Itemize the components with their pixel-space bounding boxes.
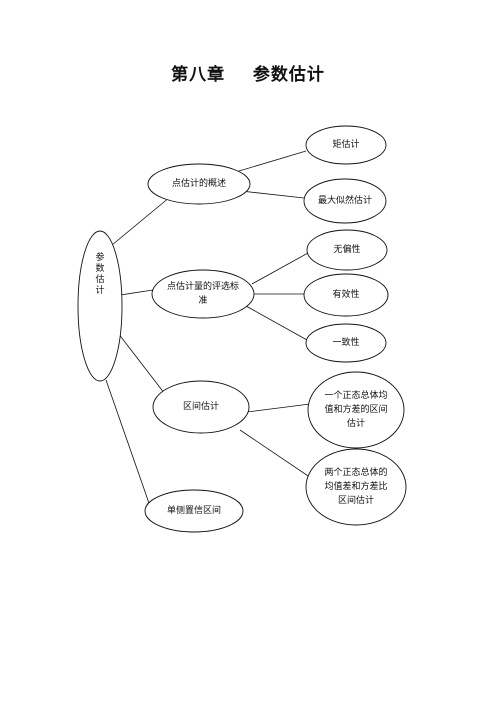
- page-title: 第八章 参数估计: [171, 65, 325, 85]
- branch-node-ellipse: [151, 269, 255, 319]
- leaf-node-ellipse: [305, 125, 387, 165]
- branch-label: 单侧置信区间: [166, 506, 221, 516]
- connector-root-branch-1: [111, 196, 171, 246]
- leaf-two-normal-populations: 两个正态总体的均值差和方差比区间估计: [322, 465, 390, 509]
- branch-point-estimation-overview: 点估计的概述: [152, 176, 246, 192]
- leaf-label: 最大似然估计: [318, 196, 373, 206]
- leaf-one-normal-population: 一个正态总体均值和方差的区间估计: [324, 388, 388, 432]
- leaf-node-ellipse: [305, 323, 387, 363]
- branch-estimator-criteria: 点估计量的评选标准: [164, 279, 242, 309]
- leaf-moment-estimation: 矩估计: [310, 137, 382, 153]
- leaf-label: 两个正态总体的均值差和方差比区间估计: [324, 468, 388, 506]
- root-node-label: 参数估计: [95, 253, 105, 296]
- branch-node-ellipse: [144, 489, 244, 533]
- connector-branch-1-leaf-1: [228, 150, 307, 175]
- connector-branch-3-leaf-7: [239, 429, 321, 485]
- leaf-node-ellipse: [303, 178, 387, 224]
- leaf-label: 一个正态总体均值和方差的区间估计: [324, 391, 388, 429]
- leaf-node-ellipse: [303, 273, 389, 317]
- branch-node-ellipse: [147, 163, 251, 205]
- branch-label: 区间估计: [182, 402, 219, 412]
- leaf-node-ellipse: [305, 448, 407, 526]
- connector-root-branch-2: [119, 289, 154, 296]
- root-node-ellipse: [77, 230, 123, 382]
- leaf-efficiency: 有效性: [310, 287, 382, 303]
- root-node: 参数估计: [80, 240, 120, 310]
- leaf-label: 矩估计: [332, 140, 360, 150]
- connector-branch-2-leaf-5: [245, 305, 308, 341]
- connector-root-branch-4: [105, 379, 151, 507]
- leaf-max-likelihood: 最大似然估计: [318, 186, 372, 216]
- leaf-label: 一致性: [332, 338, 360, 348]
- branch-label: 点估计的概述: [171, 179, 226, 189]
- connector-branch-2-leaf-3: [251, 252, 309, 285]
- branch-interval-estimation: 区间估计: [160, 399, 242, 415]
- leaf-consistency: 一致性: [310, 335, 382, 351]
- connector-root-branch-3: [117, 332, 169, 399]
- leaf-unbiasedness: 无偏性: [312, 242, 382, 258]
- leaf-label: 无偏性: [333, 245, 361, 255]
- leaf-label: 有效性: [332, 290, 360, 300]
- leaf-node-ellipse: [306, 229, 388, 271]
- branch-node-ellipse: [152, 380, 250, 434]
- branch-label: 点估计量的评选标准: [166, 282, 239, 306]
- branch-one-sided-interval: 单侧置信区间: [148, 503, 240, 519]
- connector-branch-3-leaf-6: [246, 403, 311, 413]
- leaf-node-ellipse: [307, 371, 405, 449]
